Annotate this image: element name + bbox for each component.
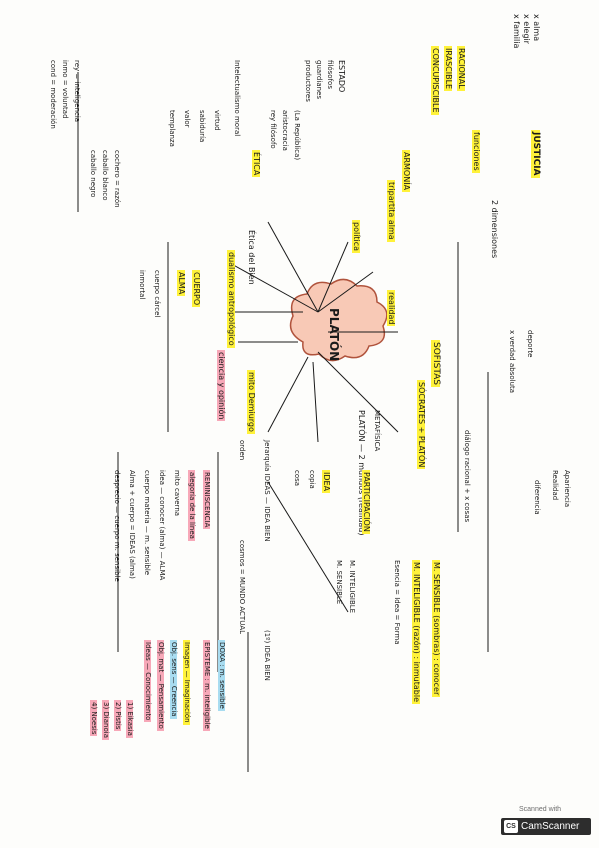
node-orden: orden	[238, 440, 246, 461]
node-diferencia: diferencia	[533, 480, 541, 515]
node-funciones: funciones	[472, 130, 481, 173]
node-desprecio: desprecio — cuerpo m. sensible	[113, 470, 121, 582]
node-noesis: 4) Noesis	[90, 700, 98, 737]
top-left-3: x familia	[512, 14, 521, 49]
node-ciencia-opinion: ciencia y opinión	[217, 350, 226, 422]
node-templanza: templanza	[168, 110, 176, 147]
connectors	[77, 72, 489, 772]
node-etica-bien: Ética del Bien	[247, 230, 256, 285]
node-sofistas: SOFISTAS	[431, 340, 441, 388]
node-etica: ÉTICA	[252, 150, 261, 178]
node-estado: ESTADO	[337, 60, 346, 93]
node-irascible: IRASCIBLE	[444, 46, 453, 92]
center-cloud	[289, 278, 388, 362]
node-cuerpo: CUERPO	[192, 270, 201, 308]
camscanner-logo: CS CamScanner	[501, 818, 591, 835]
node-doxa: DOXA : m. sensible	[218, 640, 226, 711]
node-alma: tripartita alma	[387, 180, 396, 242]
node-pistis: 2) Pistis	[114, 700, 122, 732]
node-intelectualismo: Intelectualismo moral	[233, 60, 241, 137]
node-valor: valor	[183, 110, 191, 128]
node-copia: copia	[308, 470, 316, 489]
camscanner-name: CamScanner	[521, 821, 580, 832]
node-objetos: Obj. sens — Creencia	[170, 640, 178, 719]
top-left-1: x alma	[532, 14, 541, 42]
node-socrates: SÓCRATES + PLATÓN	[417, 380, 426, 470]
scanned-with-label: Scanned with	[519, 806, 562, 813]
node-inteligible: M. INTELIGIBLE	[348, 560, 356, 614]
node-filosofos: filósofos	[326, 60, 334, 89]
node-verdad: x verdad absoluta	[508, 330, 516, 394]
node-cuerpo-carcel: cuerpo cárcel	[153, 270, 161, 318]
node-esencia: Esencia = Idea = Forma	[393, 560, 401, 645]
node-episteme: EPISTEME : m. inteligible	[203, 640, 211, 731]
node-cosmos: cosmos = MUNDO ACTUAL	[238, 540, 246, 635]
node-participacion: PARTICIPACIÓN	[362, 470, 371, 534]
node-dialogo: diálogo racional + x cosas	[463, 430, 471, 523]
node-cochero: cochero = razón	[113, 150, 121, 208]
node-ideas-cond: Ideas — Conocimiento	[144, 640, 152, 723]
node-realidad2: Realidad	[551, 470, 559, 501]
node-metafisica: METAFÍSICA	[373, 410, 381, 452]
node-imagen: Imagen — Imaginación	[183, 640, 191, 725]
node-idea-conocer: idea — conocer (alma) — ALMA	[158, 470, 166, 581]
node-justicia: JUSTICIA	[531, 130, 541, 178]
bottom-left-1: rey = inteligencia	[73, 60, 81, 123]
node-rey: rey filósofo	[269, 110, 277, 149]
node-obj-mat: Obj. mat — Pensamiento	[157, 640, 165, 731]
node-productores: productores	[304, 60, 312, 102]
node-inmortal: inmortal	[138, 270, 146, 300]
node-realidad: realidad	[387, 290, 396, 327]
node-politica: política	[352, 220, 361, 254]
node-racional: RACIONAL	[457, 46, 466, 91]
node-cuerpo-mat: cuerpo materia — m. sensible	[143, 470, 151, 576]
node-sensible: M. SENSIBLE	[335, 560, 343, 605]
cs-icon: CS	[504, 820, 518, 833]
top-left-2: x elegir	[522, 14, 531, 44]
node-eikasia: 1) Eikasia	[126, 700, 134, 738]
node-jerarquia: Jerarquía IDEAS — IDEA BIEN	[263, 440, 271, 542]
node-sabiduria: sabiduría	[198, 110, 206, 143]
node-idea: IDEA	[322, 470, 331, 494]
node-m-inteligible: M. INTELIGIBLE (razón) : inmutable	[412, 560, 421, 704]
node-alma2: ALMA	[177, 270, 186, 297]
node-apariencia: Apariencia	[563, 470, 571, 508]
node-cosa: cosa	[293, 470, 301, 487]
node-concupiscible: CONCUPISCIBLE	[431, 46, 440, 115]
node-demiurgo: mito Demiurgo	[247, 370, 256, 434]
node-alma-cuerpo: Alma + cuerpo = IDEAS (alma)	[128, 470, 136, 579]
camscanner-badge: Scanned with CS CamScanner	[497, 800, 595, 840]
node-m-sensible: M. SENSIBLE (sombras) : conocer	[432, 560, 441, 698]
bottom-left-3: cond = moderación	[49, 60, 57, 129]
mind-map	[77, 72, 489, 772]
node-alegoria: alegoría de la línea	[188, 470, 196, 541]
node-virtud: virtud	[213, 110, 221, 131]
node-deporte: deporte	[526, 330, 534, 358]
node-armonia: ARMONÍA	[402, 150, 411, 193]
node-2dim: 2 dimensiones	[490, 200, 499, 259]
node-dualismo: dualismo antropológico	[227, 250, 236, 348]
node-dianoia: 3) Dianoia	[102, 700, 110, 740]
node-guardianes: guardianes	[315, 60, 323, 99]
node-reminiscencia: REMINISCENCIA	[203, 470, 211, 530]
center-label: PLATÓN	[327, 308, 341, 362]
bottom-left-2: inmo = voluntad	[61, 60, 69, 119]
node-mito-caverna: mito caverna	[173, 470, 181, 517]
node-aristocracia: aristocracia	[281, 110, 289, 151]
node-la-republica: (La República)	[293, 110, 301, 161]
node-idea-bien: (1º) IDEA BIEN	[263, 630, 271, 681]
node-caballo-blanco: caballo blanco	[101, 150, 109, 201]
node-caballo-negro: caballo negro	[89, 150, 97, 198]
